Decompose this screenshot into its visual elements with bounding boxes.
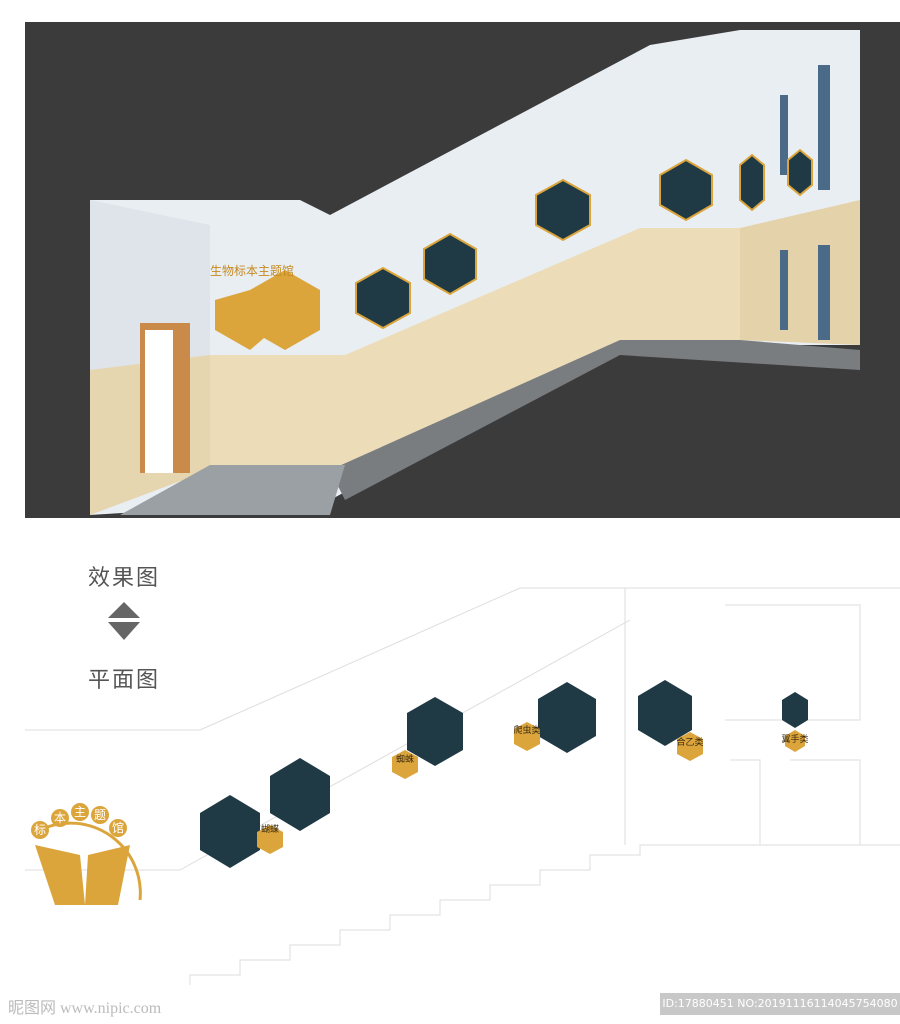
plan-title: 标 本 主 题 馆 <box>31 803 127 839</box>
svg-text:标: 标 <box>34 823 46 837</box>
hex-label-bat: 翼手类 <box>781 733 808 745</box>
hex-label-beetle: 合乙类 <box>676 736 703 748</box>
svg-text:主: 主 <box>74 805 86 819</box>
hex-label-spider: 蜘蛛 <box>396 753 414 765</box>
plan-drawing <box>25 587 900 985</box>
svg-text:题: 题 <box>94 808 106 822</box>
arrow-up-icon <box>108 602 140 618</box>
svg-text:本: 本 <box>54 811 66 825</box>
watermark: 昵图网 www.nipic.com <box>8 1000 162 1017</box>
caption-plan: 平面图 <box>88 668 161 693</box>
caption-render: 效果图 <box>88 566 161 591</box>
image-id: ID:17880451 NO:20191116114045754080 <box>660 993 900 1015</box>
hex-label-reptile: 爬虫类 <box>513 724 540 736</box>
plan-butterfly-logo <box>35 821 142 905</box>
hex-label-butterfly: 蝴蝶 <box>261 823 279 835</box>
arrow-down-icon <box>108 622 140 640</box>
svg-text:馆: 馆 <box>112 820 124 835</box>
exhibit-title: 生物标本主题馆 <box>210 264 295 278</box>
stairwell-render <box>25 22 900 518</box>
